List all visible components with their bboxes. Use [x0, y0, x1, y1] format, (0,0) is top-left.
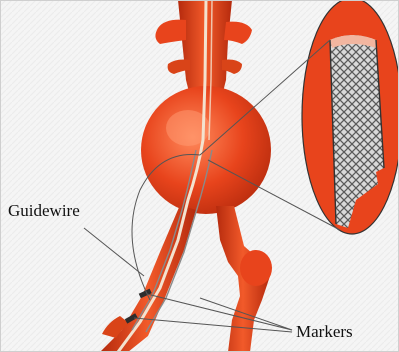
guidewire-label: Guidewire	[8, 201, 80, 221]
markers-label: Markers	[296, 322, 353, 342]
stent-magnified-callout	[302, 0, 399, 234]
